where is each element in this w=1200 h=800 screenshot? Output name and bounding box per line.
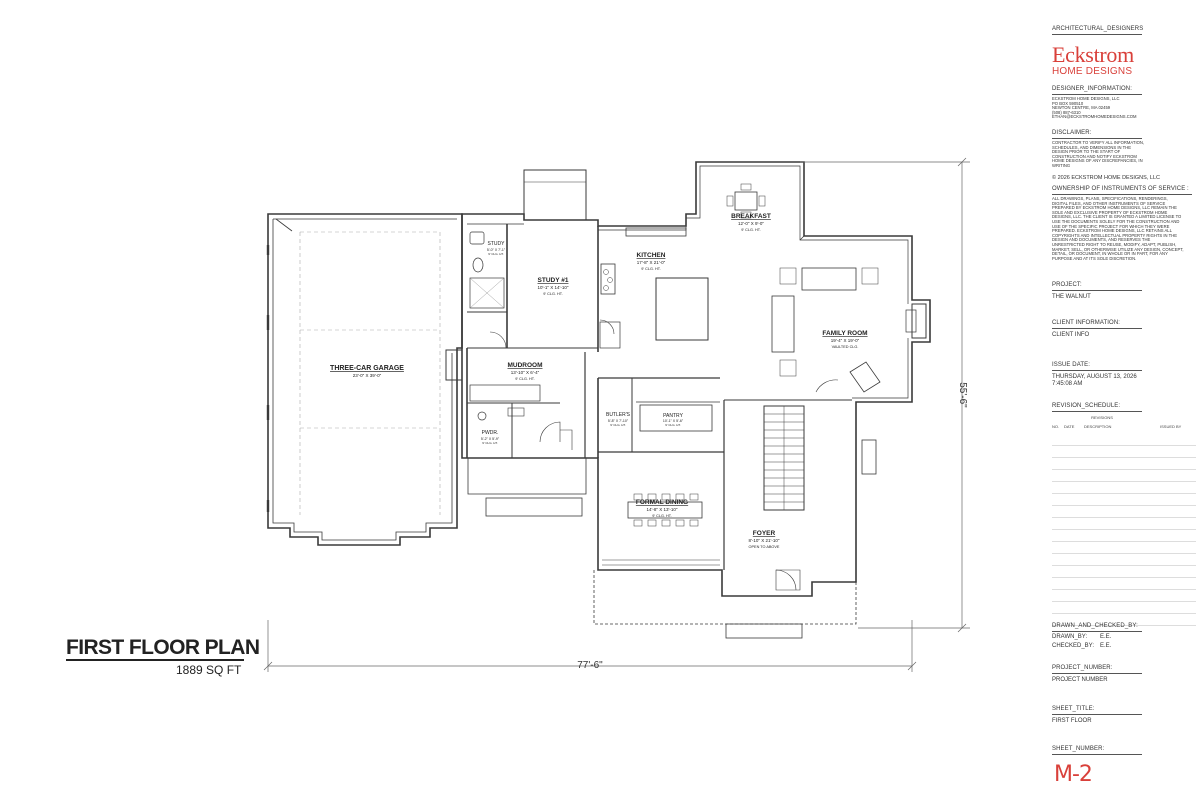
powder-room-label: PWDR. [482, 430, 499, 436]
svg-text:9' CLG. HT.: 9' CLG. HT. [665, 423, 681, 427]
ownership-text: ALL DRAWINGS, PLANS, SPECIFICATIONS, REN… [1052, 196, 1184, 261]
architectural-label: ARCHITECTURAL_DESIGNERS [1052, 26, 1143, 35]
project-number-label: PROJECT_NUMBER: [1052, 665, 1142, 674]
svg-text:5'-2" X 5'-9": 5'-2" X 5'-9" [481, 437, 500, 441]
svg-text:VAULTED CLG.: VAULTED CLG. [832, 345, 859, 349]
svg-text:19'-4" X 19'-0": 19'-4" X 19'-0" [831, 338, 860, 343]
study-closet-label: STUDY [488, 241, 506, 247]
ownership-label: OWNERSHIP OF INSTRUMENTS OF SERVICE : [1052, 186, 1192, 195]
checked-by-label: CHECKED_BY: [1052, 643, 1095, 649]
designer-email: ETHAN@ECKSTROMHOMEDESIGNS.COM [1052, 114, 1137, 120]
drawn-by-label: DRAWN_BY: [1052, 634, 1088, 640]
svg-text:9' CLG. HT.: 9' CLG. HT. [741, 228, 761, 232]
rev-col-date: DATE [1064, 424, 1075, 429]
butlers-label: BUTLER'S [606, 412, 631, 418]
svg-text:12'-0" X 9'-0": 12'-0" X 9'-0" [738, 221, 764, 226]
family-room-label: FAMILY ROOM [822, 330, 867, 337]
svg-text:10'-1" X 5'-6": 10'-1" X 5'-6" [663, 419, 684, 423]
revisions-header: REVISIONS [1091, 415, 1113, 420]
breakfast-label: BREAKFAST [731, 213, 771, 220]
rev-col-issued-by: ISSUED BY [1160, 424, 1182, 429]
drawn-by: E.E. [1100, 634, 1112, 640]
rev-col-description: DESCRIPTION [1084, 424, 1112, 429]
svg-text:OPEN TO ABOVE: OPEN TO ABOVE [749, 545, 780, 549]
designer-line: ECKSTROM HOME DESIGNS, LLC [1052, 96, 1120, 101]
disclaimer-text: CONTRACTOR TO VERIFY ALL INFORMATION, SC… [1052, 140, 1145, 168]
mudroom-label: MUDROOM [507, 362, 542, 369]
designer-line: PO BOX 590510 [1052, 100, 1084, 106]
garage-wall [267, 213, 463, 546]
rev-col-no: NO. [1052, 424, 1060, 429]
title-block: ARCHITECTURAL_DESIGNERS Eckstrom HOME DE… [1048, 0, 1200, 800]
study1-label: STUDY #1 [538, 277, 569, 284]
dining-label: FORMAL DINING [636, 499, 688, 506]
svg-text:9' CLG. HT.: 9' CLG. HT. [610, 423, 626, 427]
brand-logo-name: Eckstrom [1052, 42, 1134, 67]
sheet-title: FIRST FLOOR [1052, 718, 1092, 724]
svg-text:9' CLG. HT.: 9' CLG. HT. [652, 514, 672, 518]
svg-text:14'-8" X 13'-10": 14'-8" X 13'-10" [647, 507, 678, 512]
svg-text:13'-10" X 6'-4": 13'-10" X 6'-4" [511, 370, 540, 375]
svg-text:10'-1" X 14'-10": 10'-1" X 14'-10" [538, 285, 569, 290]
pantry-label: PANTRY [663, 413, 683, 419]
svg-text:23'-0" X 39'-0": 23'-0" X 39'-0" [353, 373, 382, 378]
client-label: CLIENT INFORMATION: [1052, 320, 1142, 329]
svg-text:9' CLG. HT.: 9' CLG. HT. [641, 267, 661, 271]
svg-text:9' CLG. HT.: 9' CLG. HT. [543, 292, 563, 296]
designer-line: NEWTON CENTRE, MA 02459 [1052, 105, 1111, 111]
house-outer-wall [461, 161, 931, 597]
garage-label: THREE-CAR GARAGE [330, 365, 404, 372]
foyer-label: FOYER [753, 530, 776, 537]
designer-label: DESIGNER_INFORMATION: [1052, 86, 1142, 95]
sheet-number: M-2 [1054, 762, 1093, 787]
depth-dimension: 55'-6" [957, 382, 968, 408]
plan-area: 1889 SQ FT [176, 663, 242, 677]
client-info: CLIENT INFO [1052, 332, 1090, 338]
disclaimer-label: DISCLAIMER: [1052, 130, 1142, 139]
sheet-number-label: SHEET_NUMBER: [1052, 746, 1142, 755]
sheet-title-label: SHEET_TITLE: [1052, 706, 1142, 715]
svg-text:17'-8" X 21'-0": 17'-8" X 21'-0" [637, 260, 666, 265]
kitchen-label: KITCHEN [637, 252, 666, 259]
brand-logo-sub: HOME DESIGNS [1052, 66, 1133, 77]
revision-schedule-label: REVISION_SCHEDULE: [1052, 403, 1142, 412]
svg-text:5'-0" X 7'-1": 5'-0" X 7'-1" [487, 248, 506, 252]
front-porch [593, 402, 857, 625]
width-dimension: 77'-6" [577, 660, 603, 671]
svg-text:8'-10" X 21'-10": 8'-10" X 21'-10" [749, 538, 780, 543]
issue-date: THURSDAY, AUGUST 13, 2026 [1052, 374, 1137, 380]
project-name: THE WALNUT [1052, 294, 1091, 300]
plan-title-underline [66, 659, 244, 661]
project-label: PROJECT: [1052, 282, 1142, 291]
svg-text:9' CLG. HT.: 9' CLG. HT. [488, 252, 504, 256]
copyright: © 2026 ECKSTROM HOME DESIGNS, LLC [1052, 175, 1160, 181]
svg-text:9' CLG. HT.: 9' CLG. HT. [482, 441, 498, 445]
svg-text:9' CLG. HT.: 9' CLG. HT. [515, 377, 535, 381]
drawn-checked-label: DRAWN_AND_CHECKED_BY: [1052, 623, 1142, 632]
designer-line: (508) 887-6310 [1052, 109, 1081, 115]
issue-date-label: ISSUE DATE: [1052, 362, 1142, 371]
checked-by: E.E. [1100, 643, 1112, 649]
svg-text:5'-8" X 7'-10": 5'-8" X 7'-10" [608, 419, 629, 423]
issue-time: 7:45:08 AM [1052, 381, 1083, 387]
project-number: PROJECT NUMBER [1052, 677, 1108, 683]
plan-title: FIRST FLOOR PLAN [66, 636, 260, 659]
